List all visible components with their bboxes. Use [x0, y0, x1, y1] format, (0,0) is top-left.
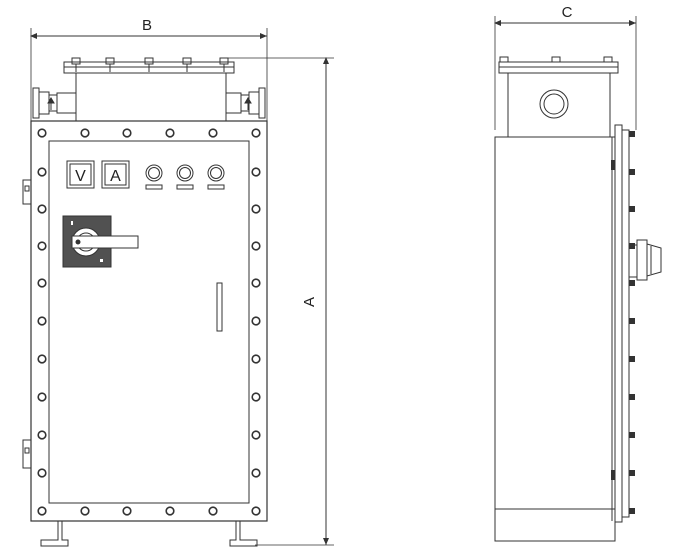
main-enclosure-body [30, 120, 268, 522]
left-cable-gland [32, 87, 77, 119]
front-feet [40, 520, 258, 547]
top-junction-box [63, 57, 235, 122]
side-bolts [611, 131, 635, 514]
door-handle [216, 282, 223, 332]
rotary-isolator-switch [62, 215, 139, 268]
voltmeter: V [66, 160, 95, 189]
dimension-a [225, 57, 334, 546]
dimension-c-label: C [562, 4, 573, 21]
side-view: C [494, 4, 662, 542]
flange-bolts [37, 128, 261, 516]
ammeter: A [101, 160, 130, 189]
dimension-b [30, 28, 268, 125]
front-view: V A [22, 17, 334, 547]
right-cable-gland [225, 87, 266, 119]
voltmeter-label: V [75, 168, 86, 185]
ammeter-label: A [110, 168, 121, 185]
side-top-box [498, 56, 619, 138]
indicator-lamps [145, 164, 225, 190]
side-switch-knob [628, 239, 662, 281]
dimension-b-label: B [142, 17, 152, 34]
left-hinges [22, 179, 32, 469]
side-body [494, 124, 630, 542]
top-box-bolts [71, 57, 229, 72]
dimension-c [494, 16, 637, 130]
dimension-a-label: A [301, 297, 318, 307]
